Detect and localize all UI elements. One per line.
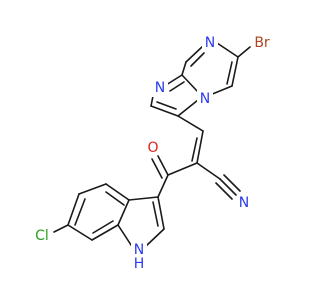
- bond-c3a-c3: [128, 196, 159, 201]
- bond-c-cn: [196, 162, 221, 180]
- bond-c3a-c4: [105, 183, 130, 201]
- bond-c2-c3: [150, 105, 179, 117]
- bond-c6-c5-inner: [226, 61, 233, 85]
- bond-c6-cl: [53, 224, 69, 233]
- bond-vinyl-double-inner: [191, 137, 198, 162]
- bond-c5-c6-inner: [74, 198, 86, 226]
- bond-cn-triple-a: [219, 178, 237, 196]
- bond-n7-c6: [216, 42, 239, 58]
- atom-n-bridgehead: N: [200, 91, 210, 107]
- molecule-structure-diagram: N N N Br O N Cl N H: [35, 34, 270, 272]
- bond-c8a-n1-inner: [169, 81, 185, 92]
- bond-c3-n4: [177, 99, 199, 117]
- bond-c5-n4: [209, 85, 233, 96]
- bond-c2-n1: [144, 228, 165, 248]
- bond-c4-c5: [78, 183, 107, 195]
- bond-c3-vinyl: [177, 115, 204, 132]
- bond-c8-n7-inner: [190, 52, 205, 67]
- bond-n4-c8a: [181, 74, 199, 93]
- bond-c7-c7a-inner: [92, 220, 114, 234]
- bond-c2-c3-inner: [156, 101, 177, 110]
- atom-n-pyrazine: N: [205, 35, 215, 51]
- label-backdrop: [202, 34, 218, 52]
- bond-c-carbonyl: [167, 162, 198, 176]
- bond-c3-c2-inner: [152, 201, 159, 227]
- bond-c6-c5: [231, 56, 239, 87]
- bond-c8a-c8: [181, 61, 187, 76]
- bond-cn-triple-b: [215, 182, 233, 200]
- bond-c6-c7: [67, 224, 93, 241]
- bond-cn-triple-c: [223, 174, 241, 192]
- bond-c7-c7a: [91, 224, 119, 241]
- bond-vinyl-double: [196, 130, 204, 164]
- bond-c8a-n1: [165, 74, 183, 86]
- bond-n1-c7a: [117, 224, 134, 249]
- bond-c6-br: [237, 46, 251, 58]
- bond-c7a-c3a: [117, 199, 130, 226]
- label-backdrop: [131, 242, 147, 258]
- atom-labels: N N N Br O N Cl N H: [35, 34, 270, 272]
- atom-indole-h: H: [134, 256, 145, 272]
- atom-n-nitrile: N: [239, 195, 249, 211]
- label-backdrop: [197, 90, 213, 108]
- atom-bromine: Br: [254, 35, 270, 51]
- bond-co-b: [151, 158, 163, 179]
- atom-indole-n: N: [134, 242, 144, 258]
- bond-c5-c6: [67, 193, 80, 226]
- bond-c8-n7: [185, 45, 204, 63]
- label-backdrop: [152, 79, 168, 97]
- bond-c3-c2: [157, 196, 165, 230]
- bond-carbonyl-indole: [157, 174, 169, 198]
- atom-n-imidazole: N: [155, 80, 165, 96]
- atom-chlorine: Cl: [35, 228, 49, 244]
- atom-oxygen: O: [147, 140, 158, 156]
- bond-c3a-c4-inner: [105, 191, 125, 206]
- bond-co-a: [157, 155, 169, 176]
